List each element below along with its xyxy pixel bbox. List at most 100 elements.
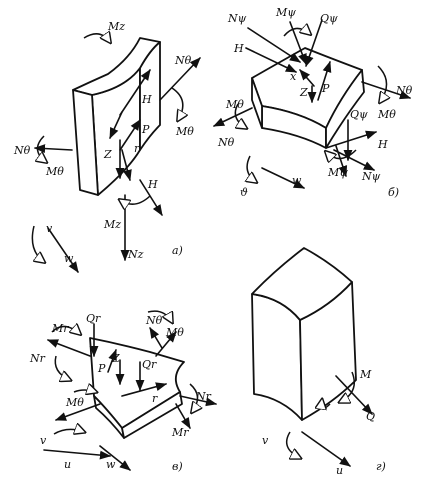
panel-c-label-mtheta-left: Mθ — [65, 396, 84, 409]
panel-c-mr-right-curl — [189, 383, 198, 412]
panel-d-label-v: v — [262, 434, 269, 447]
panel-a-h-lower — [139, 179, 163, 216]
panel-c-label-r: r — [152, 392, 158, 405]
panel-b-qpsi-vector — [305, 19, 323, 68]
panel-a-label-v: v — [46, 222, 53, 235]
panel-b-mpsi-top-curl — [283, 28, 310, 36]
panel-c-right-face — [121, 391, 183, 439]
panel-b-right-face — [325, 69, 365, 149]
panel-b-x-vector — [299, 69, 315, 87]
panel-c-nr-left — [46, 339, 91, 357]
panel-c-v-curl — [53, 429, 84, 434]
panel-a-mtheta-left-curl — [37, 135, 46, 162]
panel-c-w-axis — [99, 445, 131, 471]
panel-c-mtheta-left — [54, 403, 101, 421]
panel-b-w-axis — [261, 167, 306, 189]
panel-a-label-mtheta-left: Mθ — [45, 165, 64, 178]
panel-b-npsi-vector — [247, 27, 301, 63]
panel-a-label-p: P — [141, 123, 150, 136]
panel-c-label-nr-right: Nr — [195, 390, 212, 403]
panel-a-label-r: r — [134, 142, 140, 155]
panel-b-label-z: Z — [299, 86, 308, 99]
panel-a-top-face — [72, 37, 161, 96]
panel-c-label-ntheta: Nθ — [145, 314, 163, 327]
panel-b-caption: б) — [388, 186, 399, 199]
panel-b-label-h: H — [233, 42, 244, 55]
panel-b-label-theta: ϑ — [240, 186, 248, 199]
panel-b: Nψ Mψ Qψ H x Z P Nθ Mθ Mθ Nθ Qψ H Mψ Nψ … — [212, 6, 413, 199]
panel-c-mtheta-top-curl — [147, 310, 172, 322]
panel-a-caption: а) — [172, 244, 183, 257]
panel-b-h-lower — [325, 130, 378, 149]
panel-d-m-curl-outer — [322, 400, 331, 408]
panel-a-mz-bottom-curl — [120, 195, 151, 204]
panel-c-label-mr-right: Mr — [171, 426, 189, 439]
panel-c-label-nr-left: Nr — [29, 352, 46, 365]
panel-a-label-ntheta-right: Nθ — [174, 54, 192, 67]
panel-c-u-axis — [43, 449, 112, 460]
panel-a-label-z: Z — [103, 148, 112, 161]
panel-c-label-qr-top: Qr — [86, 312, 101, 325]
panel-b-mpsi-lower — [335, 145, 348, 178]
panel-b-ntheta-left — [212, 107, 253, 127]
panel-a-label-mz-bottom: Mz — [103, 218, 121, 231]
panel-c-r-vector — [121, 382, 168, 397]
panel-b-left-face — [251, 77, 263, 129]
panel-b-label-mpsi: Mψ — [275, 6, 296, 19]
panel-b-label-npsi-lower: Nψ — [361, 170, 381, 183]
panel-a-h-vector-down — [109, 111, 123, 140]
panel-b-mtheta-left-curl — [234, 103, 246, 128]
panel-d-label-u: u — [336, 464, 343, 477]
panel-c-p-vector — [107, 348, 117, 373]
panel-c-label-w: w — [106, 458, 116, 471]
panel-d-v-curl — [285, 431, 300, 458]
panel-b-label-qpsi: Qψ — [320, 12, 338, 25]
panel-b-label-h-lower: H — [377, 138, 388, 151]
panel-c-label-mtheta-top: Mθ — [165, 326, 184, 339]
panel-d-caption: г) — [376, 460, 386, 473]
panel-a-w-axis — [47, 227, 79, 273]
panel-c-mr-top-curl — [51, 326, 80, 334]
panel-b-label-x: x — [290, 70, 297, 83]
panel-b-h-vector — [245, 47, 298, 73]
panel-c-label-v: v — [40, 434, 47, 447]
panel-a-label-mtheta-right: Mθ — [175, 125, 194, 138]
panel-b-label-mtheta-right: Mθ — [377, 108, 396, 121]
panel-c-label-u: u — [64, 458, 71, 471]
panel-a-mtheta-right-curl — [171, 87, 183, 120]
panel-a-v-curl — [31, 225, 44, 262]
panel-a-ntheta-left — [33, 144, 73, 154]
panel-d-label-q: Q — [366, 410, 375, 423]
panel-a-h-vector — [119, 69, 151, 116]
panel-d-label-m: M — [359, 368, 372, 381]
panel-c-mtheta-left-curl — [73, 390, 96, 392]
panel-b-label-npsi: Nψ — [227, 12, 247, 25]
panel-b-label-ntheta-right: Nθ — [395, 84, 413, 97]
panel-a-label-h: H — [141, 93, 152, 106]
panel-a-label-mz: Mz — [107, 20, 125, 33]
panel-d: M Q v u г) — [251, 247, 386, 477]
panel-a-label-h-lower: H — [147, 178, 158, 191]
panel-b-q-lower-curl — [326, 150, 357, 159]
panel-d-q-vector — [335, 375, 373, 415]
panel-b-label-p: P — [321, 82, 330, 95]
panel-a-ntheta-right — [159, 57, 201, 101]
panel-b-label-mtheta-left: Mθ — [225, 98, 244, 111]
panel-a-label-ntheta-left: Nθ — [13, 144, 31, 157]
panel-a-label-nz: Nz — [127, 248, 144, 261]
panel-c-label-p: P — [97, 362, 106, 375]
panel-b-label-qpsi-lower: Qψ — [350, 108, 368, 121]
panel-b-npsi-lower — [333, 149, 376, 171]
panel-a-label-w: w — [64, 252, 74, 265]
panel-c-mtheta-top — [155, 331, 177, 357]
panel-c: Mr Qr Nθ Mθ Nr P Z Qr r Mθ Nr Mr v u w в… — [29, 310, 218, 473]
panel-c-caption: в) — [172, 460, 183, 473]
panel-a-left-face — [72, 89, 99, 196]
panel-d-top-face — [251, 247, 353, 321]
panel-b-mtheta-right-curl — [377, 65, 387, 102]
panel-b-label-mpsi-lower: Mψ — [327, 166, 348, 179]
panel-d-u-axis — [301, 431, 351, 467]
panel-a-mz-top-curl — [83, 34, 110, 42]
panel-c-nr-left-curl — [54, 355, 70, 380]
